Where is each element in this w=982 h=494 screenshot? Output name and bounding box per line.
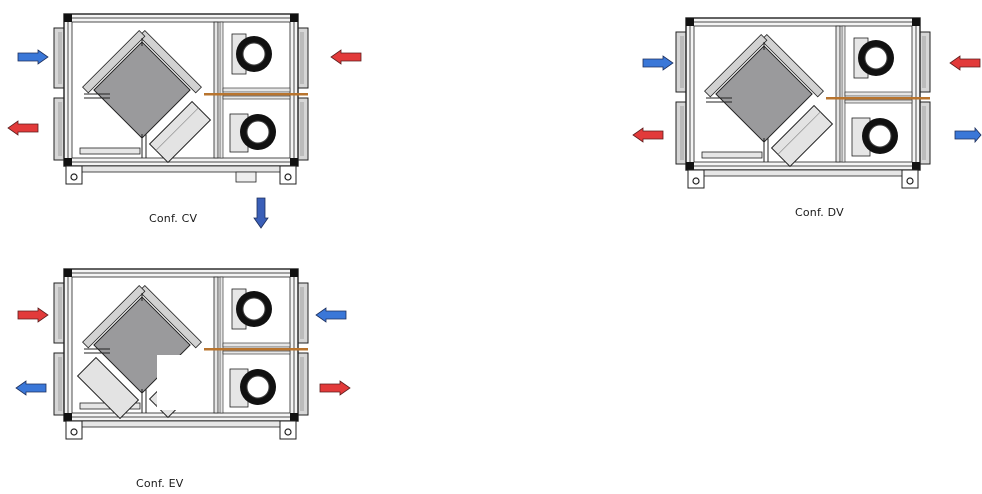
bottom-outlet-cv	[235, 171, 257, 183]
configuration-cv	[7, 13, 362, 229]
unit-ev	[53, 268, 309, 440]
arrow-dv-right-top	[949, 55, 981, 71]
arrow-cv-bottom	[253, 197, 269, 229]
bypass-cover-ev	[157, 355, 213, 410]
arrow-ev-left-bottom	[15, 380, 47, 396]
configuration-dv	[632, 17, 982, 189]
unit-cv	[53, 13, 309, 185]
arrow-ev-right-top	[315, 307, 347, 323]
arrow-dv-left-bottom	[632, 127, 664, 143]
arrow-dv-right-bottom	[954, 126, 982, 144]
unit-dv	[675, 17, 931, 189]
configuration-ev	[15, 268, 351, 440]
bypass-ev	[76, 356, 140, 420]
caption-ev: Conf. EV	[136, 477, 184, 490]
arrow-dv-left-top	[642, 55, 674, 71]
arrow-cv-right-top	[330, 49, 362, 65]
caption-dv: Conf. DV	[795, 206, 844, 219]
arrow-ev-left-top	[17, 307, 49, 323]
arrow-cv-left-top	[17, 49, 49, 65]
arrow-ev-right-bottom	[319, 380, 351, 396]
arrow-cv-left-bottom	[7, 120, 39, 136]
caption-cv: Conf. CV	[149, 212, 198, 225]
